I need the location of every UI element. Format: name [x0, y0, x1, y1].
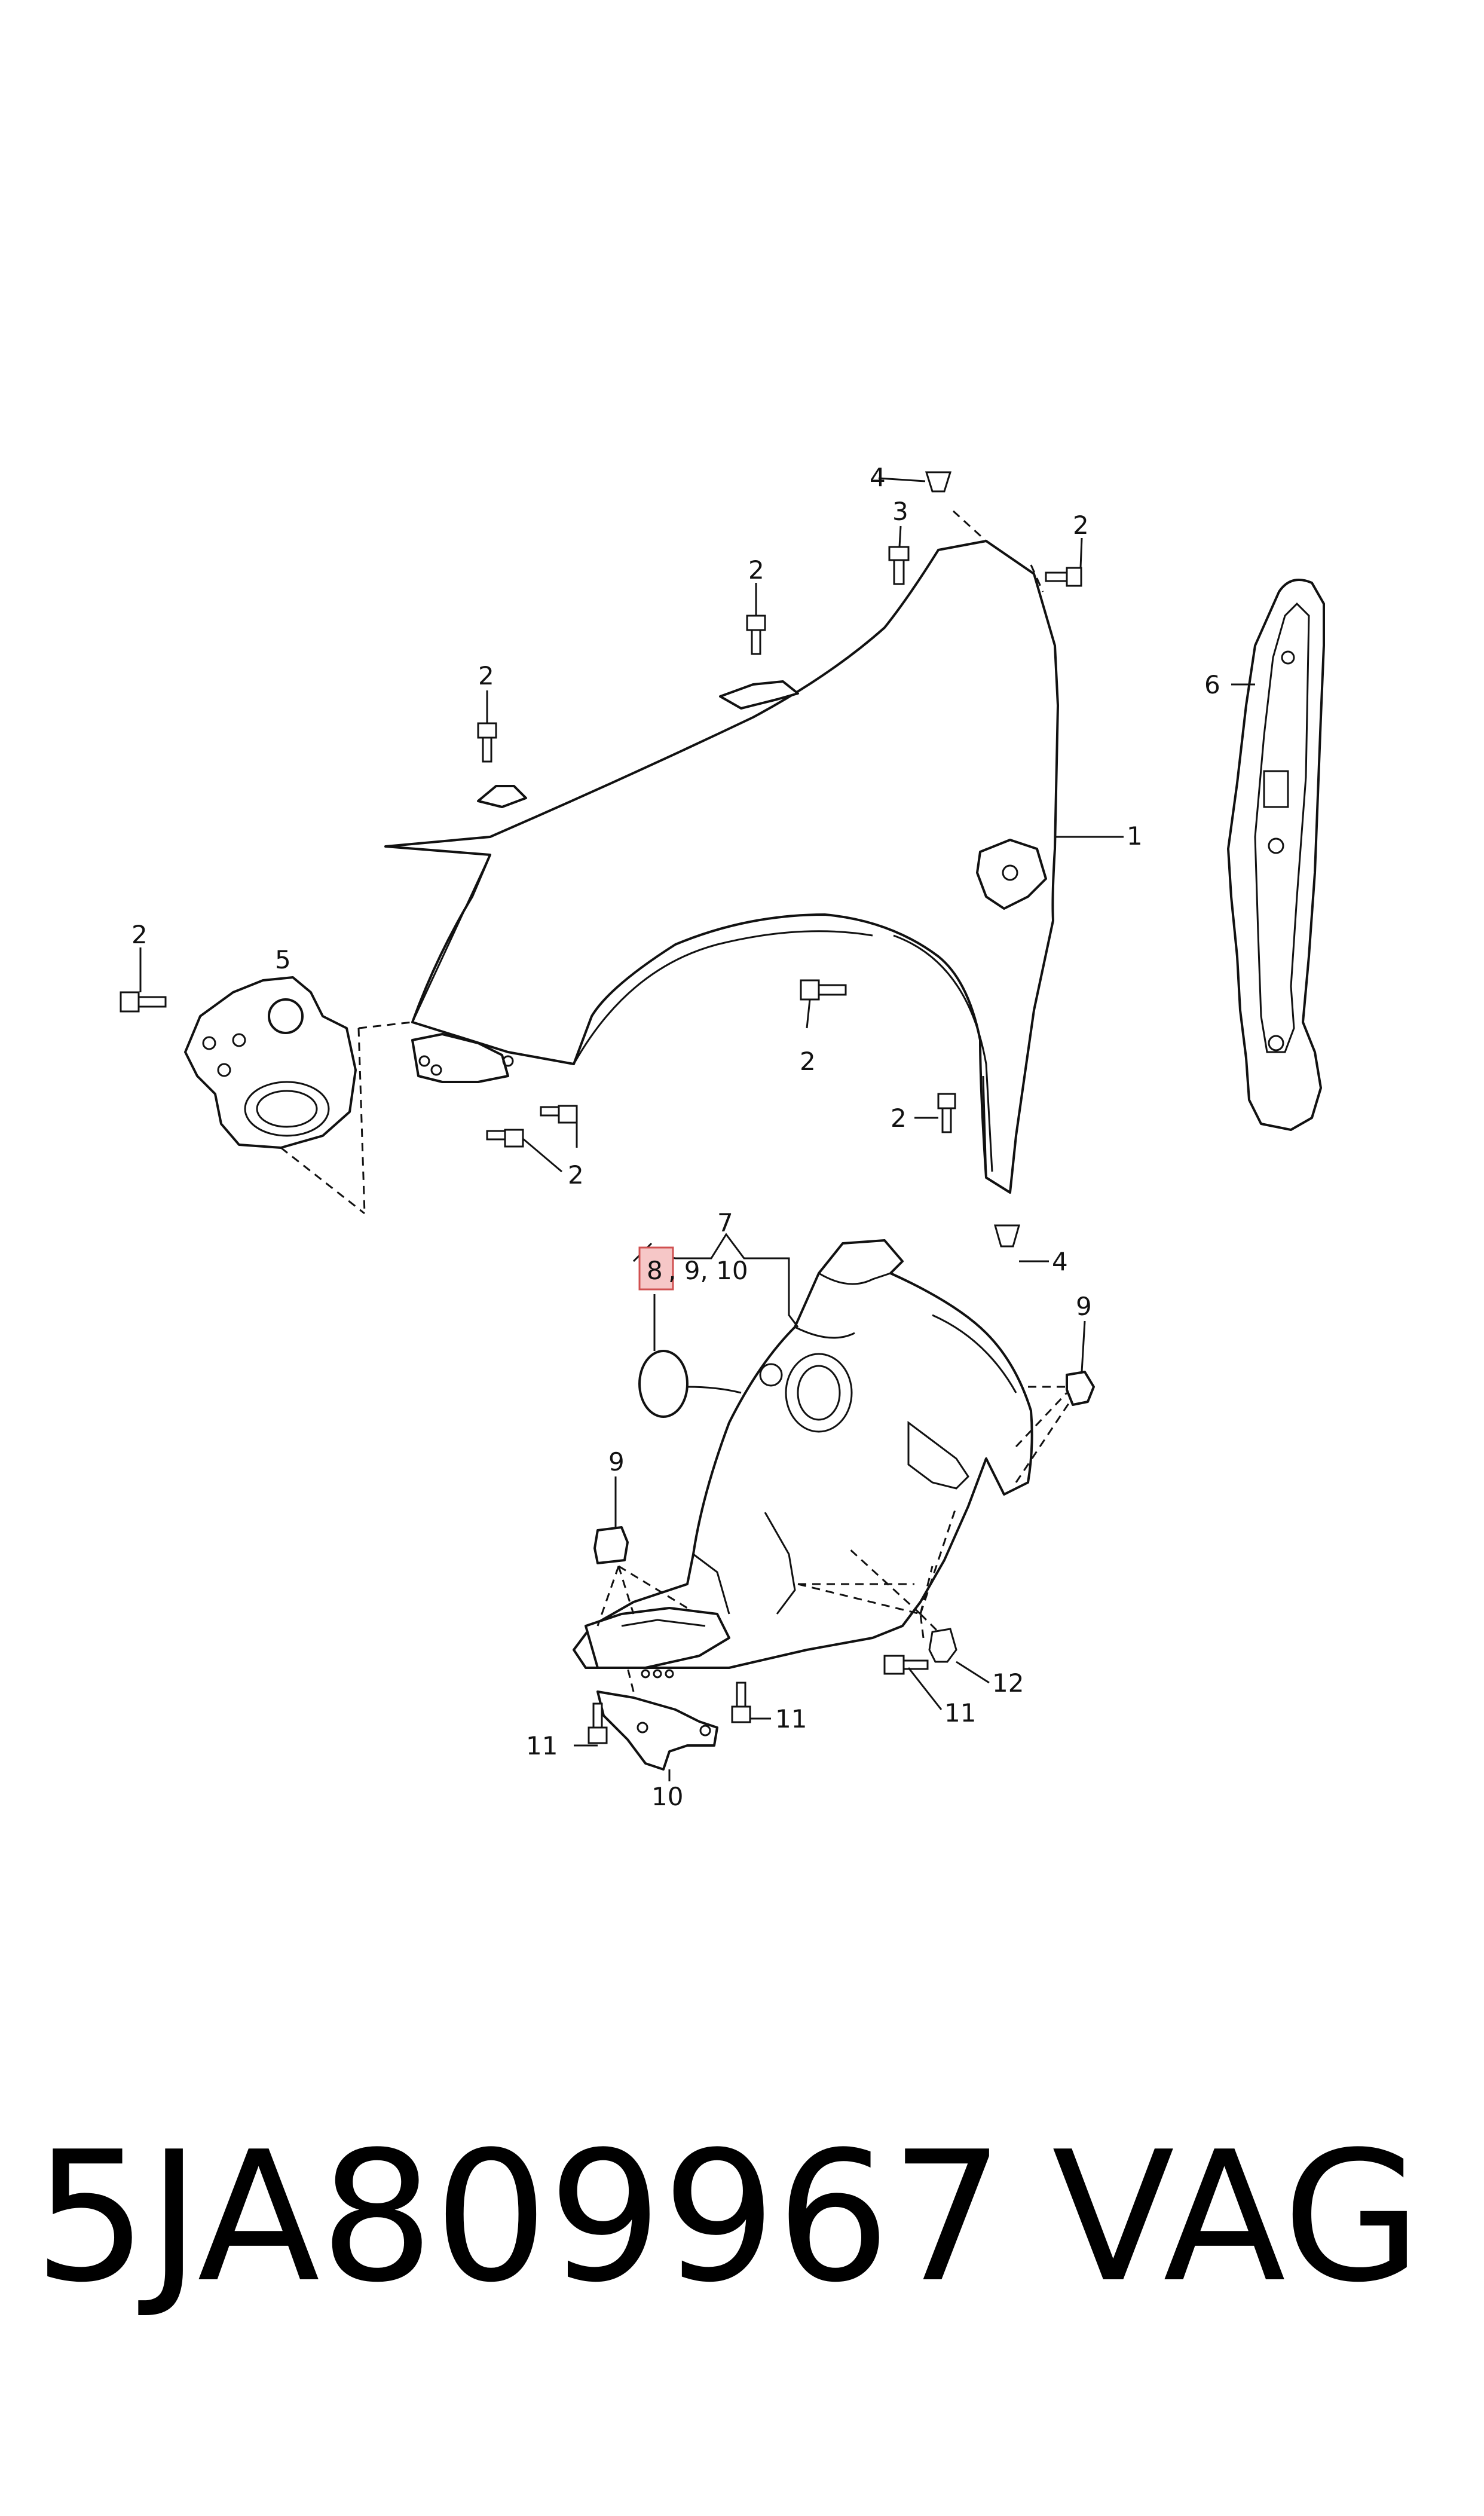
callout-9-right: 9: [1076, 1292, 1092, 1321]
callout-2-left: 2: [478, 661, 494, 690]
callout-9-left: 9: [608, 1447, 625, 1476]
callout-3: 3: [892, 497, 908, 526]
leader-lines: [139, 477, 1255, 1781]
highlight-box: [638, 1246, 674, 1291]
callout-2-arch: 2: [800, 1047, 816, 1076]
trim-piece-part: [596, 1690, 718, 1771]
callout-11-center: 11: [775, 1704, 807, 1734]
callout-1: 1: [1127, 821, 1143, 851]
callout-6: 6: [1204, 670, 1220, 699]
callout-labels: 4 3 2 2 2 1 6 2 5 2 2 2 4 7 8 , 9, 10 9 …: [131, 463, 1220, 1811]
callout-2-far-left: 2: [131, 920, 148, 949]
fender-part: [384, 510, 1059, 1194]
callout-2-lower: 2: [568, 1160, 584, 1190]
callout-7: 7: [717, 1208, 733, 1237]
cap-part: [638, 1350, 742, 1418]
callout-12: 12: [992, 1668, 1024, 1698]
bolt-fasteners: [120, 471, 1082, 1744]
callout-10: 10: [651, 1782, 683, 1811]
callout-4-top: 4: [870, 463, 886, 492]
callout-8-rest: , 9, 10: [668, 1256, 748, 1285]
callout-2-right-lower: 2: [891, 1103, 907, 1133]
bracket-part: [184, 976, 413, 1215]
clip-part: [593, 1371, 1095, 1564]
callout-2-top-center: 2: [748, 555, 764, 585]
callout-11-left: 11: [526, 1731, 558, 1760]
callout-11-right: 11: [944, 1698, 976, 1728]
callout-8: 8: [647, 1256, 663, 1285]
callout-4-bottom: 4: [1052, 1247, 1068, 1276]
part-number: 5JA809967: [33, 2113, 1005, 2322]
side-panel-part: [1227, 579, 1325, 1131]
footer: 5JA809967 VAG: [0, 2128, 1484, 2367]
wheel-liner-part: [573, 1239, 1077, 1692]
callout-2-top-right: 2: [1073, 510, 1089, 540]
callout-5: 5: [275, 945, 291, 974]
brand-label: VAG: [1052, 2113, 1422, 2322]
